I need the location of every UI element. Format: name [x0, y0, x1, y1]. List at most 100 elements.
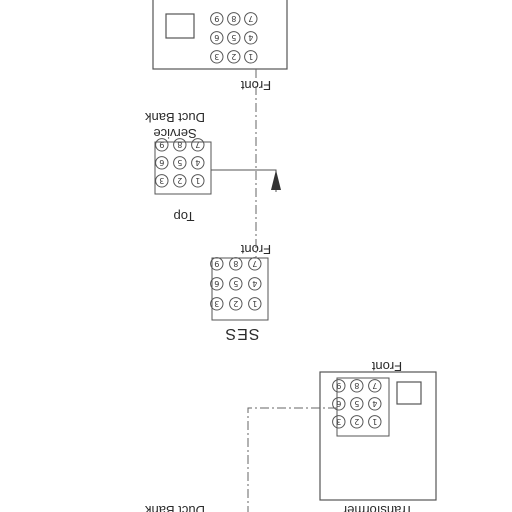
conduit-grid-ses: 1 2 3 4 5 6 7 8 9: [210, 257, 262, 311]
conduit-number: 3: [214, 52, 219, 61]
conduit-circle: [210, 297, 224, 311]
conduit-number: 4: [372, 399, 377, 408]
arrow-head: [271, 170, 281, 190]
conduit-number: 7: [195, 140, 200, 149]
conduit-number: 9: [214, 14, 219, 23]
conduit-circle: [244, 12, 258, 26]
conduit-circle: [210, 31, 224, 45]
conduit-circle: [191, 138, 205, 152]
conduit-number: 4: [195, 158, 200, 167]
conduit-circle: [332, 415, 346, 429]
transformer-panel: [396, 381, 422, 405]
conduit-number: 3: [159, 176, 164, 185]
conduit-number: 6: [214, 33, 219, 42]
conduit-circle: [350, 397, 364, 411]
conduit-circle: [229, 277, 243, 291]
conduit-number: 2: [231, 52, 236, 61]
conduit-circle: [155, 174, 169, 188]
conduit-number: 3: [336, 417, 341, 426]
conduit-grid-top: 1 2 3 4 5 6 7 8 9: [210, 12, 258, 64]
ses-block: 1 2 3 4 5 6 7 8 9 SES: [210, 257, 269, 342]
conduit-grid-transformer: 1 2 3 4 5 6 7 8 9: [332, 379, 382, 429]
conduit-circle: [229, 297, 243, 311]
enclosure-top-box: [152, 0, 288, 70]
conduit-number: 1: [248, 52, 253, 61]
label-front-bottom: Front: [371, 359, 402, 374]
conduit-number: 9: [214, 259, 219, 268]
conduit-circle: [210, 50, 224, 64]
conduit-number: 9: [336, 381, 341, 390]
conduit-number: 1: [252, 299, 257, 308]
transformer-block: 1 2 3 4 5 6 7 8 9 Transformer: [319, 371, 437, 512]
conduit-number: 8: [354, 381, 359, 390]
conduit-circle: [173, 174, 187, 188]
enclosure-top: 1 2 3 4 5 6 7 8 9 Front: [152, 0, 288, 93]
conduit-circle: [350, 379, 364, 393]
service-duct-bank-label: Service Duct Bank: [145, 110, 205, 141]
conduit-number: 6: [159, 158, 164, 167]
conduit-number: 6: [214, 279, 219, 288]
conduit-number: 1: [195, 176, 200, 185]
centerline-transformer: [247, 407, 337, 512]
conduit-number: 5: [231, 33, 236, 42]
conduit-circle: [248, 257, 262, 271]
conduit-circle: [155, 156, 169, 170]
label-top: Top: [174, 209, 195, 224]
conduit-circle: [368, 379, 382, 393]
top-view-box: [154, 141, 212, 195]
conduit-number: 4: [252, 279, 257, 288]
conduit-number: 5: [177, 158, 182, 167]
conduit-circle: [332, 379, 346, 393]
label-ses: SES: [224, 325, 259, 342]
conduit-number: 5: [354, 399, 359, 408]
conduit-number: 8: [233, 259, 238, 268]
conduit-circle: [350, 415, 364, 429]
conduit-circle: [210, 257, 224, 271]
conduit-number: 7: [248, 14, 253, 23]
enclosure-top-panel: [165, 13, 195, 39]
conduit-circle: [227, 50, 241, 64]
conduit-circle: [248, 297, 262, 311]
label-service: Service: [153, 126, 196, 141]
conduit-number: 7: [252, 259, 257, 268]
conduit-number: 6: [336, 399, 341, 408]
conduit-circle: [227, 31, 241, 45]
conduit-circle: [173, 156, 187, 170]
conduit-circle: [191, 156, 205, 170]
conduit-number: 1: [372, 417, 377, 426]
conduit-circle: [210, 12, 224, 26]
conduit-number: 2: [177, 176, 182, 185]
conduit-circle: [248, 277, 262, 291]
arrow-line: [211, 169, 277, 192]
conduit-number: 3: [214, 299, 219, 308]
conduit-number: 8: [231, 14, 236, 23]
conduit-number: 7: [372, 381, 377, 390]
conduit-circle: [155, 138, 169, 152]
conduit-number: 9: [159, 140, 164, 149]
conduit-circle: [173, 138, 187, 152]
conduit-number: 2: [354, 417, 359, 426]
label-front-top: Front: [240, 78, 271, 93]
conduit-number: 4: [248, 33, 253, 42]
label-duct-bank-bottom: Duct Bank: [145, 503, 205, 512]
label-transformer: Transformer: [342, 503, 413, 512]
conduit-circle: [244, 50, 258, 64]
diagram-rotated-group: 1 2 3 4 5 6 7 8 9 Front Service Duct Bank 1 2 3 4 5 6…: [145, 0, 437, 512]
transformer-box: [319, 371, 437, 501]
conduit-number: 2: [233, 299, 238, 308]
conduit-circle: [229, 257, 243, 271]
flow-arrow: [211, 169, 281, 192]
conduit-circle: [191, 174, 205, 188]
conduit-circle: [332, 397, 346, 411]
conduit-circle: [368, 397, 382, 411]
transformer-grid-box: [336, 377, 390, 437]
conduit-circle: [244, 31, 258, 45]
conduit-circle: [368, 415, 382, 429]
conduit-number: 5: [233, 279, 238, 288]
conduit-circle: [210, 277, 224, 291]
label-front-mid: Front: [240, 242, 271, 257]
label-duct-bank: Duct Bank: [145, 110, 205, 125]
